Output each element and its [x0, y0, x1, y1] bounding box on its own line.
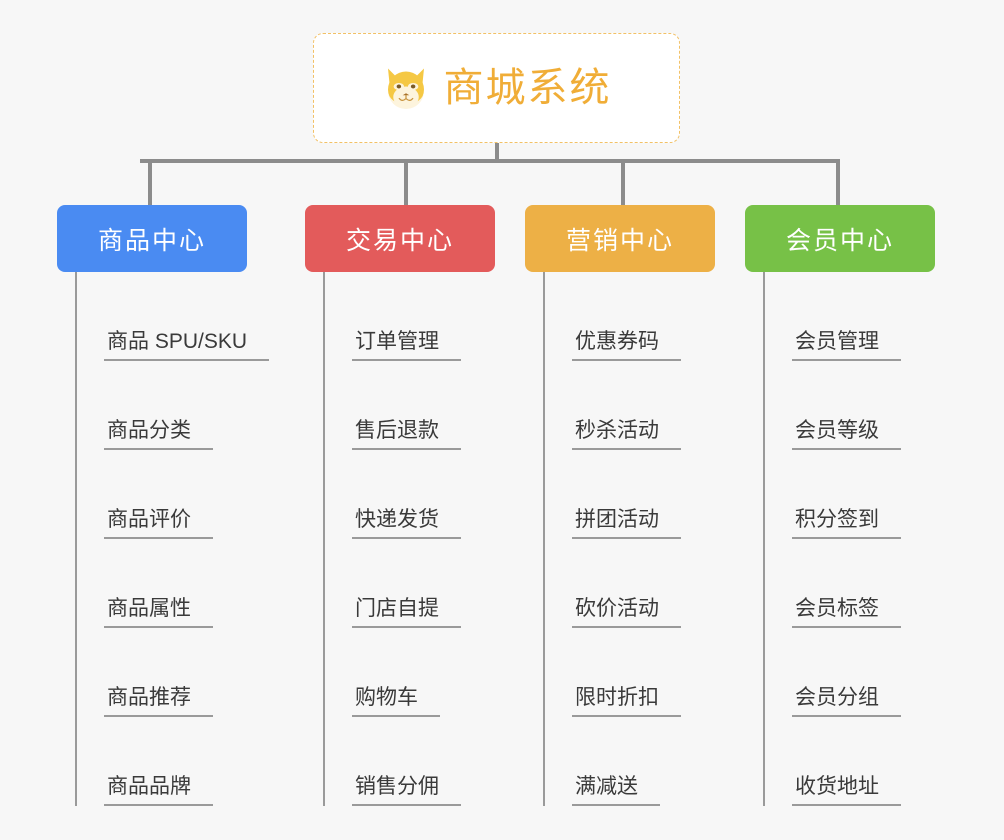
category-header-member-center[interactable]: 会员中心	[745, 205, 935, 272]
leaf-label: 销售分佣	[352, 775, 461, 806]
list-item[interactable]: 限时折扣	[545, 628, 715, 717]
list-item[interactable]: 购物车	[325, 628, 495, 717]
connector-horizontal-bar	[140, 159, 839, 163]
category-title: 会员中心	[785, 226, 894, 255]
list-item[interactable]: 销售分佣	[325, 717, 495, 806]
list-item[interactable]: 会员等级	[765, 361, 935, 450]
list-item[interactable]: 商品 SPU/SKU	[77, 272, 270, 361]
list-item[interactable]: 会员标签	[765, 539, 935, 628]
list-item[interactable]: 砍价活动	[545, 539, 715, 628]
leaf-label: 门店自提	[352, 597, 461, 628]
list-item[interactable]: 门店自提	[325, 539, 495, 628]
leaf-label: 收货地址	[792, 775, 901, 806]
leaf-label: 商品品牌	[104, 775, 213, 806]
leaf-label: 限时折扣	[572, 686, 681, 717]
root-node[interactable]: 商城系统	[313, 33, 680, 143]
list-item[interactable]: 商品推荐	[77, 628, 247, 717]
list-item[interactable]: 满减送	[545, 717, 715, 806]
list-item[interactable]: 秒杀活动	[545, 361, 715, 450]
list-item[interactable]: 商品分类	[77, 361, 247, 450]
list-item[interactable]: 商品评价	[77, 450, 247, 539]
leaf-label: 砍价活动	[572, 597, 681, 628]
leaf-label: 会员分组	[792, 686, 901, 717]
category-header-product-center[interactable]: 商品中心	[57, 205, 247, 272]
category-title: 商品中心	[97, 226, 206, 255]
root-title: 商城系统	[443, 66, 612, 110]
list-item[interactable]: 商品属性	[77, 539, 247, 628]
leaf-label: 商品推荐	[104, 686, 213, 717]
connector-drop-marketing-center	[621, 159, 625, 205]
leaf-label: 拼团活动	[572, 508, 681, 539]
list-item[interactable]: 积分签到	[765, 450, 935, 539]
category-header-trade-center[interactable]: 交易中心	[305, 205, 495, 272]
list-item[interactable]: 会员管理	[765, 272, 935, 361]
list-item[interactable]: 售后退款	[325, 361, 495, 450]
leaf-label: 商品分类	[104, 419, 213, 450]
leaf-label: 会员等级	[792, 419, 901, 450]
leaf-label: 积分签到	[792, 508, 901, 539]
leaf-list-marketing-center: 优惠券码 秒杀活动 拼团活动 砍价活动 限时折扣 满减送	[543, 272, 715, 806]
leaf-label: 满减送	[572, 775, 660, 806]
leaf-label: 售后退款	[352, 419, 461, 450]
leaf-label: 购物车	[352, 686, 440, 717]
shiba-dog-face-icon	[387, 68, 424, 109]
list-item[interactable]: 快递发货	[325, 450, 495, 539]
column-member-center: 会员中心 会员管理 会员等级 积分签到 会员标签 会员分组 收货地址	[745, 205, 935, 806]
list-item[interactable]: 优惠券码	[545, 272, 715, 361]
leaf-label: 订单管理	[352, 330, 461, 361]
leaf-list-member-center: 会员管理 会员等级 积分签到 会员标签 会员分组 收货地址	[763, 272, 935, 806]
category-header-marketing-center[interactable]: 营销中心	[525, 205, 715, 272]
column-product-center: 商品中心 商品 SPU/SKU 商品分类 商品评价 商品属性 商品推荐 商品品牌	[57, 205, 270, 806]
leaf-label: 商品评价	[104, 508, 213, 539]
list-item[interactable]: 商品品牌	[77, 717, 247, 806]
leaf-label: 优惠券码	[572, 330, 681, 361]
list-item[interactable]: 订单管理	[325, 272, 495, 361]
connector-drop-member-center	[836, 159, 840, 205]
leaf-list-trade-center: 订单管理 售后退款 快递发货 门店自提 购物车 销售分佣	[323, 272, 495, 806]
category-title: 营销中心	[565, 226, 674, 255]
leaf-label: 商品 SPU/SKU	[104, 330, 270, 361]
leaf-label: 会员标签	[792, 597, 901, 628]
leaf-label: 商品属性	[104, 597, 213, 628]
list-item[interactable]: 收货地址	[765, 717, 935, 806]
column-marketing-center: 营销中心 优惠券码 秒杀活动 拼团活动 砍价活动 限时折扣 满减送	[525, 205, 715, 806]
leaf-label: 秒杀活动	[572, 419, 681, 450]
connector-root-stem	[495, 143, 499, 163]
connector-drop-product-center	[148, 159, 152, 205]
list-item[interactable]: 拼团活动	[545, 450, 715, 539]
leaf-label: 快递发货	[352, 508, 461, 539]
connector-drop-trade-center	[404, 159, 408, 205]
leaf-list-product-center: 商品 SPU/SKU 商品分类 商品评价 商品属性 商品推荐 商品品牌	[75, 272, 270, 806]
category-title: 交易中心	[345, 226, 454, 255]
column-trade-center: 交易中心 订单管理 售后退款 快递发货 门店自提 购物车 销售分佣	[305, 205, 495, 806]
list-item[interactable]: 会员分组	[765, 628, 935, 717]
leaf-label: 会员管理	[792, 330, 901, 361]
